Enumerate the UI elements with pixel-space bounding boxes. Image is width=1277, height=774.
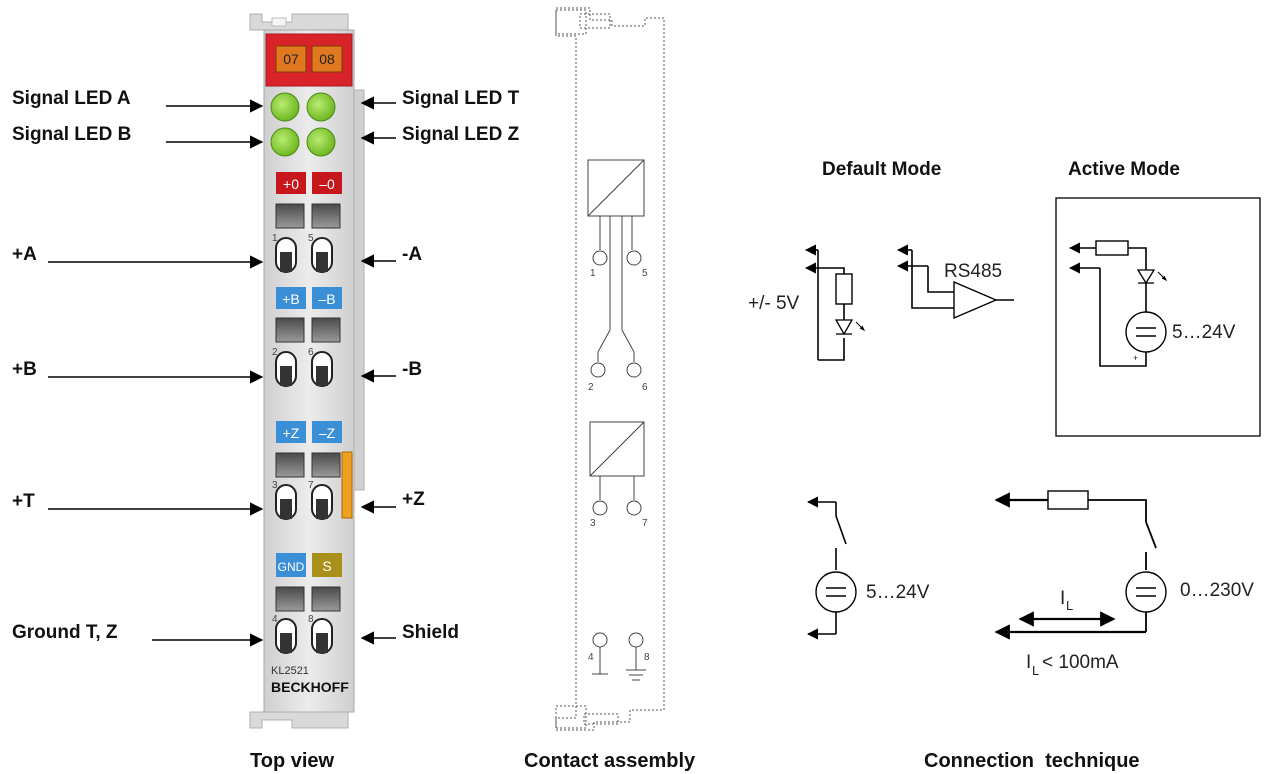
label-il-limit-sub: L	[1032, 663, 1039, 678]
caption-contact-assembly: Contact assembly	[524, 750, 696, 772]
badge-minus-b: –B	[318, 291, 335, 307]
terminal-brand: BECKHOFF	[271, 679, 349, 695]
contact-pin-5: 5	[642, 268, 648, 279]
pin-label-4: 4	[272, 614, 278, 625]
label-signal-led-a: Signal LED A	[12, 88, 131, 109]
pin-label-7: 7	[308, 480, 314, 491]
left-annotations: Signal LED A Signal LED B +A +B +T Groun…	[12, 88, 264, 647]
terminal-model: KL2521	[271, 665, 309, 677]
led-b	[270, 127, 300, 157]
pin-label-2: 2	[272, 347, 278, 358]
badge-minus-z: –Z	[319, 425, 336, 441]
contact-pin-labels: 1 5 2 6 3 7 4 8	[588, 268, 650, 663]
switch-circuit-0-230	[994, 490, 1167, 640]
switch-circuit-5-24	[806, 496, 857, 640]
terminal-block-3: 3 7	[272, 452, 341, 520]
contact-assembly	[555, 7, 665, 731]
label-plus-b: +B	[12, 359, 37, 380]
heading-default-mode: Default Mode	[822, 159, 941, 180]
label-range-0-230: 0…230V	[1180, 580, 1254, 601]
contact-pin-8: 8	[644, 652, 650, 663]
label-plus-t: +T	[12, 491, 35, 512]
label-minus-b: -B	[402, 359, 422, 380]
caption-top-view: Top view	[250, 750, 335, 772]
label-minus-a: -A	[402, 244, 422, 265]
led-z	[306, 127, 336, 157]
contact-pin-6: 6	[642, 382, 648, 393]
side-tab	[341, 451, 353, 519]
label-il-limit: < 100mA	[1042, 652, 1119, 673]
terminal-top-view: 07 08 +0 –0 1 5 +B –B	[249, 13, 365, 729]
label-plus-z: +Z	[402, 489, 425, 510]
default-mode-circuit-led	[804, 244, 866, 361]
active-mode-box	[1055, 197, 1261, 437]
pin-label-1: 1	[272, 233, 278, 244]
label-range-5-24-active: 5…24V	[1172, 322, 1236, 343]
default-mode-circuit-rs485	[896, 244, 1014, 320]
right-annotations: Signal LED T Signal LED Z -A -B +Z Shiel…	[360, 88, 520, 645]
caption-connection-technique: Connection technique	[924, 750, 1140, 772]
led-badge-07: 07	[283, 51, 299, 67]
contact-pin-7: 7	[642, 518, 648, 529]
pin-label-3: 3	[272, 480, 278, 491]
label-shield: Shield	[402, 622, 459, 643]
contact-pin-3: 3	[590, 518, 596, 529]
label-il: I	[1060, 588, 1065, 609]
label-il-sub: L	[1066, 598, 1073, 613]
label-rs485: RS485	[944, 261, 1002, 282]
contact-pin-2: 2	[588, 382, 594, 393]
badge-plus-zero: +0	[283, 176, 299, 192]
badge-minus-zero: –0	[319, 176, 335, 192]
badge-plus-z: +Z	[283, 425, 300, 441]
badge-plus-b: +B	[282, 291, 300, 307]
badge-gnd: GND	[278, 560, 305, 574]
pin-label-8: 8	[308, 614, 314, 625]
active-mode-circuit	[1068, 240, 1168, 367]
badge-s: S	[322, 558, 331, 574]
label-signal-led-z: Signal LED Z	[402, 124, 520, 145]
led-a	[270, 92, 300, 122]
contact-pin-1: 1	[590, 268, 596, 279]
label-plus-a: +A	[12, 244, 37, 265]
heading-active-mode: Active Mode	[1068, 159, 1180, 180]
terminal-block-2: 2 6	[272, 317, 341, 387]
contact-pin-4: 4	[588, 652, 594, 663]
label-il-limit-prefix: I	[1026, 652, 1031, 673]
label-voltage-5v: +/- 5V	[748, 293, 800, 314]
active-plus-sign: +	[1133, 353, 1138, 363]
label-ground-tz: Ground T, Z	[12, 622, 118, 643]
pin-label-5: 5	[308, 233, 314, 244]
led-badge-08: 08	[319, 51, 335, 67]
label-signal-led-b: Signal LED B	[12, 124, 131, 145]
pin-label-6: 6	[308, 347, 314, 358]
led-t	[306, 92, 336, 122]
terminal-block-4: 4 8	[272, 586, 341, 654]
label-signal-led-t: Signal LED T	[402, 88, 520, 109]
terminal-block-1: 1 5	[272, 203, 341, 273]
label-range-5-24: 5…24V	[866, 582, 930, 603]
